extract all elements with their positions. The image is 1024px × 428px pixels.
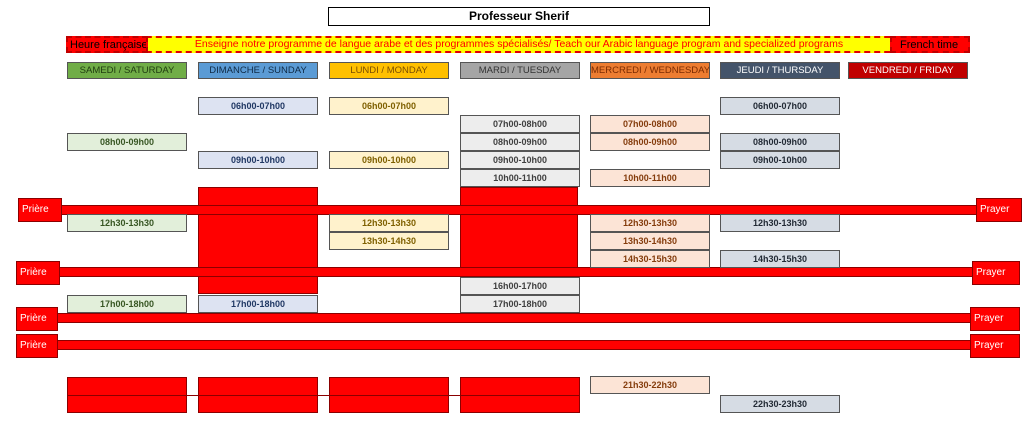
time-slot[interactable]: 09h00-10h00 bbox=[460, 151, 580, 169]
time-slot[interactable]: 08h00-09h00 bbox=[590, 133, 710, 151]
time-slot[interactable]: 21h30-22h30 bbox=[590, 376, 710, 394]
prayer-label-en: Prayer bbox=[970, 334, 1020, 358]
time-slot[interactable]: 12h30-13h30 bbox=[720, 214, 840, 232]
banner-left-label: Heure française bbox=[66, 36, 148, 53]
time-slot[interactable]: 13h30-14h30 bbox=[590, 232, 710, 250]
day-header-sunday: DIMANCHE / SUNDAY bbox=[198, 62, 318, 79]
prayer-label-fr: Prière bbox=[16, 307, 58, 331]
day-header-thursday: JEUDI / THURSDAY bbox=[720, 62, 840, 79]
prayer-label-en: Prayer bbox=[972, 261, 1020, 285]
prayer-label-fr: Prière bbox=[16, 334, 58, 358]
prayer-bar bbox=[54, 340, 974, 350]
time-slot[interactable]: 09h00-10h00 bbox=[720, 151, 840, 169]
time-slot[interactable]: 10h00-11h00 bbox=[460, 169, 580, 187]
day-header-friday: VENDREDI / FRIDAY bbox=[848, 62, 968, 79]
time-slot[interactable]: 08h00-09h00 bbox=[720, 133, 840, 151]
page-title: Professeur Sherif bbox=[328, 7, 710, 26]
time-slot[interactable]: 06h00-07h00 bbox=[198, 97, 318, 115]
time-slot[interactable]: 12h30-13h30 bbox=[590, 214, 710, 232]
time-slot[interactable]: 07h00-08h00 bbox=[460, 115, 580, 133]
time-slot[interactable]: 14h30-15h30 bbox=[590, 250, 710, 268]
time-slot[interactable]: 17h00-18h00 bbox=[67, 295, 187, 313]
time-slot[interactable]: 22h30-23h30 bbox=[720, 395, 840, 413]
prayer-bar bbox=[54, 313, 974, 323]
day-header-wednesday: MERCREDI / WEDNESDAY bbox=[590, 62, 710, 79]
prayer-bar bbox=[58, 205, 978, 215]
divider bbox=[67, 395, 580, 396]
time-slot[interactable]: 12h30-13h30 bbox=[67, 214, 187, 232]
banner-text: Enseigne notre programme de langue arabe… bbox=[194, 38, 844, 50]
prayer-label-fr: Prière bbox=[18, 198, 62, 222]
time-slot[interactable]: 06h00-07h00 bbox=[329, 97, 449, 115]
prayer-label-fr: Prière bbox=[16, 261, 60, 285]
day-header-tuesday: MARDI / TUESDAY bbox=[460, 62, 580, 79]
prayer-bar bbox=[56, 267, 976, 277]
time-slot[interactable]: 07h00-08h00 bbox=[590, 115, 710, 133]
time-slot[interactable]: 17h00-18h00 bbox=[198, 295, 318, 313]
time-slot[interactable]: 12h30-13h30 bbox=[329, 214, 449, 232]
time-slot[interactable]: 13h30-14h30 bbox=[329, 232, 449, 250]
prayer-label-en: Prayer bbox=[976, 198, 1022, 222]
time-slot[interactable]: 08h00-09h00 bbox=[67, 133, 187, 151]
prayer-label-en: Prayer bbox=[970, 307, 1020, 331]
day-header-monday: LUNDI / MONDAY bbox=[329, 62, 449, 79]
time-slot[interactable]: 08h00-09h00 bbox=[460, 133, 580, 151]
banner-right-label: French time bbox=[890, 36, 970, 53]
day-header-saturday: SAMEDI / SATURDAY bbox=[67, 62, 187, 79]
time-slot[interactable]: 16h00-17h00 bbox=[460, 277, 580, 295]
time-slot[interactable]: 06h00-07h00 bbox=[720, 97, 840, 115]
time-slot[interactable]: 09h00-10h00 bbox=[198, 151, 318, 169]
time-slot[interactable]: 17h00-18h00 bbox=[460, 295, 580, 313]
time-slot[interactable]: 09h00-10h00 bbox=[329, 151, 449, 169]
unavailable-block bbox=[198, 187, 318, 294]
time-slot[interactable]: 10h00-11h00 bbox=[590, 169, 710, 187]
time-slot[interactable]: 14h30-15h30 bbox=[720, 250, 840, 268]
